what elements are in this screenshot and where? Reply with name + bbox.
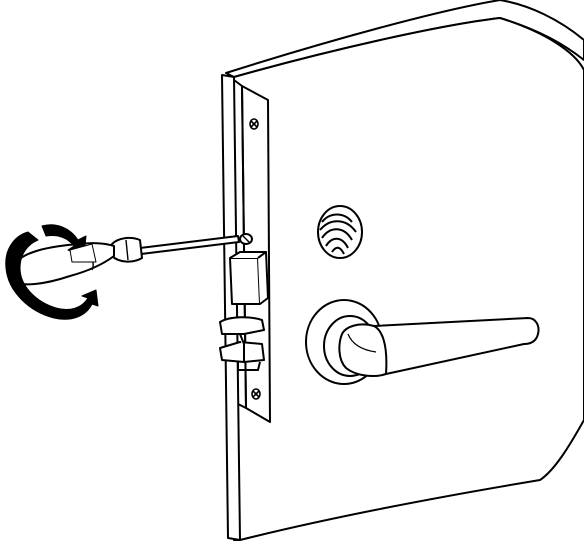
rotation-arrow-icon [5,224,99,320]
door-edge [221,74,241,541]
latch-bolt [229,251,269,305]
door [221,0,584,541]
deadlatch [219,316,265,371]
lever-arm [338,317,540,377]
faceplate-screws [249,118,261,400]
faceplate-inner-edge [233,79,247,409]
cylinder-hole [317,205,363,259]
door-face [233,17,584,541]
screwdriver-icon [8,233,253,286]
door-lever-icon [305,299,540,385]
